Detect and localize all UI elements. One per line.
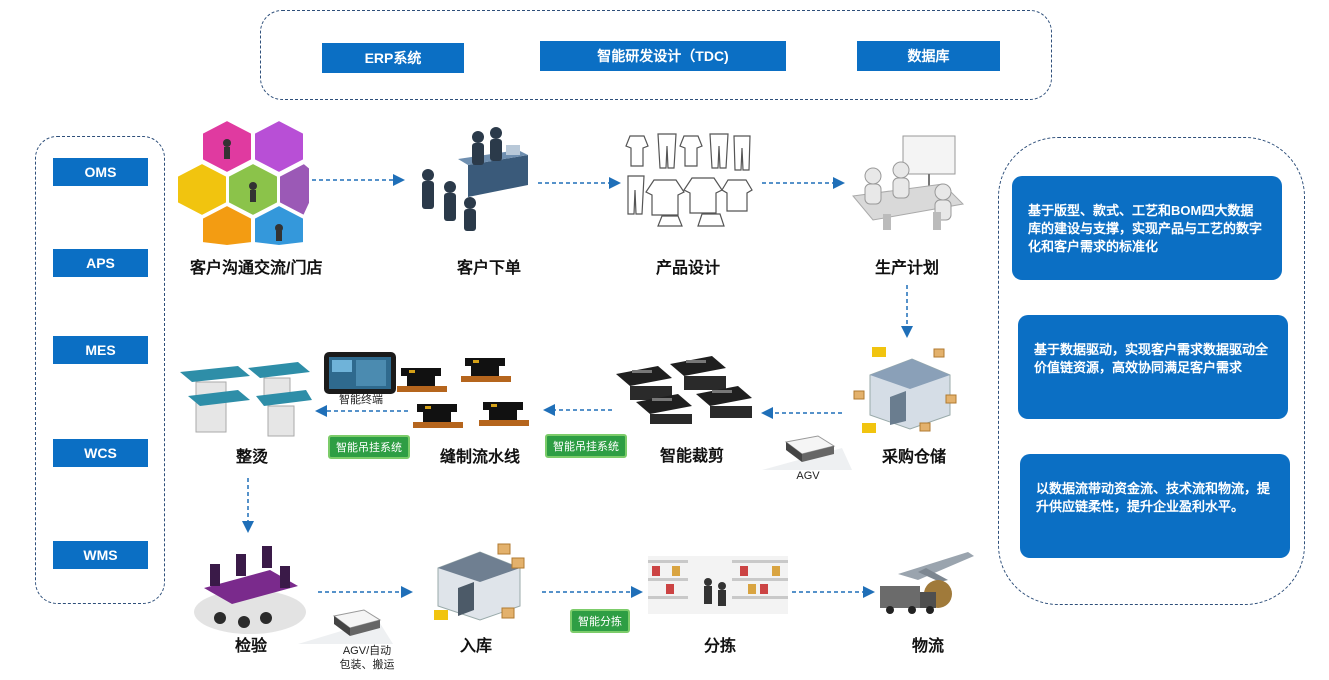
step-warehouse-in: 入库 xyxy=(460,638,493,655)
hanging-system-tag-1: 智能吊挂系统 xyxy=(328,435,410,459)
product-design-icon xyxy=(625,133,753,227)
step-customer-order: 客户下单 xyxy=(457,260,522,277)
tdc-system-tag: 智能研发设计（TDC) xyxy=(540,41,786,71)
agv-auto-label-line2: 包装、搬运 xyxy=(339,659,395,671)
wms-tag: WMS xyxy=(53,541,148,569)
step-sorting: 分拣 xyxy=(704,638,737,655)
right-panel-1: 基于版型、款式、工艺和BOM四大数据库的建设与支撑，实现产品与工艺的数字化和客户… xyxy=(1012,176,1282,280)
agv-robot-icon xyxy=(762,435,852,470)
right-panel-2: 基于数据驱动，实现客户需求数据驱动全价值链资源，高效协同满足客户需求 xyxy=(1018,315,1288,419)
wcs-tag: WCS xyxy=(53,439,148,467)
sewing-machines-icon xyxy=(397,358,529,428)
inspection-robots-icon xyxy=(194,546,306,634)
step-purchase-warehouse: 采购仓储 xyxy=(882,449,947,466)
agv-label: AGV xyxy=(796,470,820,482)
sorting-shelves-icon xyxy=(648,556,788,614)
top-systems-box xyxy=(260,10,1052,100)
warehouse-purchasing-icon xyxy=(853,347,957,433)
step-sewing-line: 缝制流水线 xyxy=(440,449,521,466)
step-production-plan: 生产计划 xyxy=(875,260,940,277)
smart-terminal-label: 智能终端 xyxy=(339,394,383,406)
store-hexagon-icon xyxy=(176,118,311,248)
database-tag: 数据库 xyxy=(857,41,1000,71)
step-product-design: 产品设计 xyxy=(656,260,721,277)
step-customer-store: 客户沟通交流/门店 xyxy=(190,260,323,277)
step-inspection: 检验 xyxy=(235,638,268,655)
customer-order-icon xyxy=(422,127,528,231)
mes-tag: MES xyxy=(53,336,148,364)
right-panels-box xyxy=(998,137,1305,605)
aps-tag: APS xyxy=(53,249,148,277)
right-panel-3: 以数据流带动资金流、技术流和物流，提升供应链柔性，提升企业盈利水平。 xyxy=(1020,454,1290,558)
step-ironing: 整烫 xyxy=(236,449,269,466)
step-logistics: 物流 xyxy=(912,638,945,655)
left-systems-box xyxy=(35,136,165,604)
erp-system-tag: ERP系统 xyxy=(322,43,464,73)
hanging-system-tag-2: 智能吊挂系统 xyxy=(545,434,627,458)
step-smart-cutting: 智能裁剪 xyxy=(660,448,725,465)
production-plan-icon xyxy=(852,135,965,230)
oms-tag: OMS xyxy=(53,158,148,186)
smart-sorting-tag: 智能分拣 xyxy=(570,609,630,633)
ironing-table-icon xyxy=(180,362,312,437)
warehouse-storage-icon xyxy=(434,543,525,621)
agv-auto-label-line1: AGV/自动 xyxy=(342,645,392,657)
smart-terminal-tablet-icon xyxy=(324,352,396,394)
logistics-plane-truck-icon xyxy=(880,552,974,614)
agv-auto-pack-icon xyxy=(298,609,393,644)
smart-cutting-machines-icon xyxy=(616,356,752,424)
